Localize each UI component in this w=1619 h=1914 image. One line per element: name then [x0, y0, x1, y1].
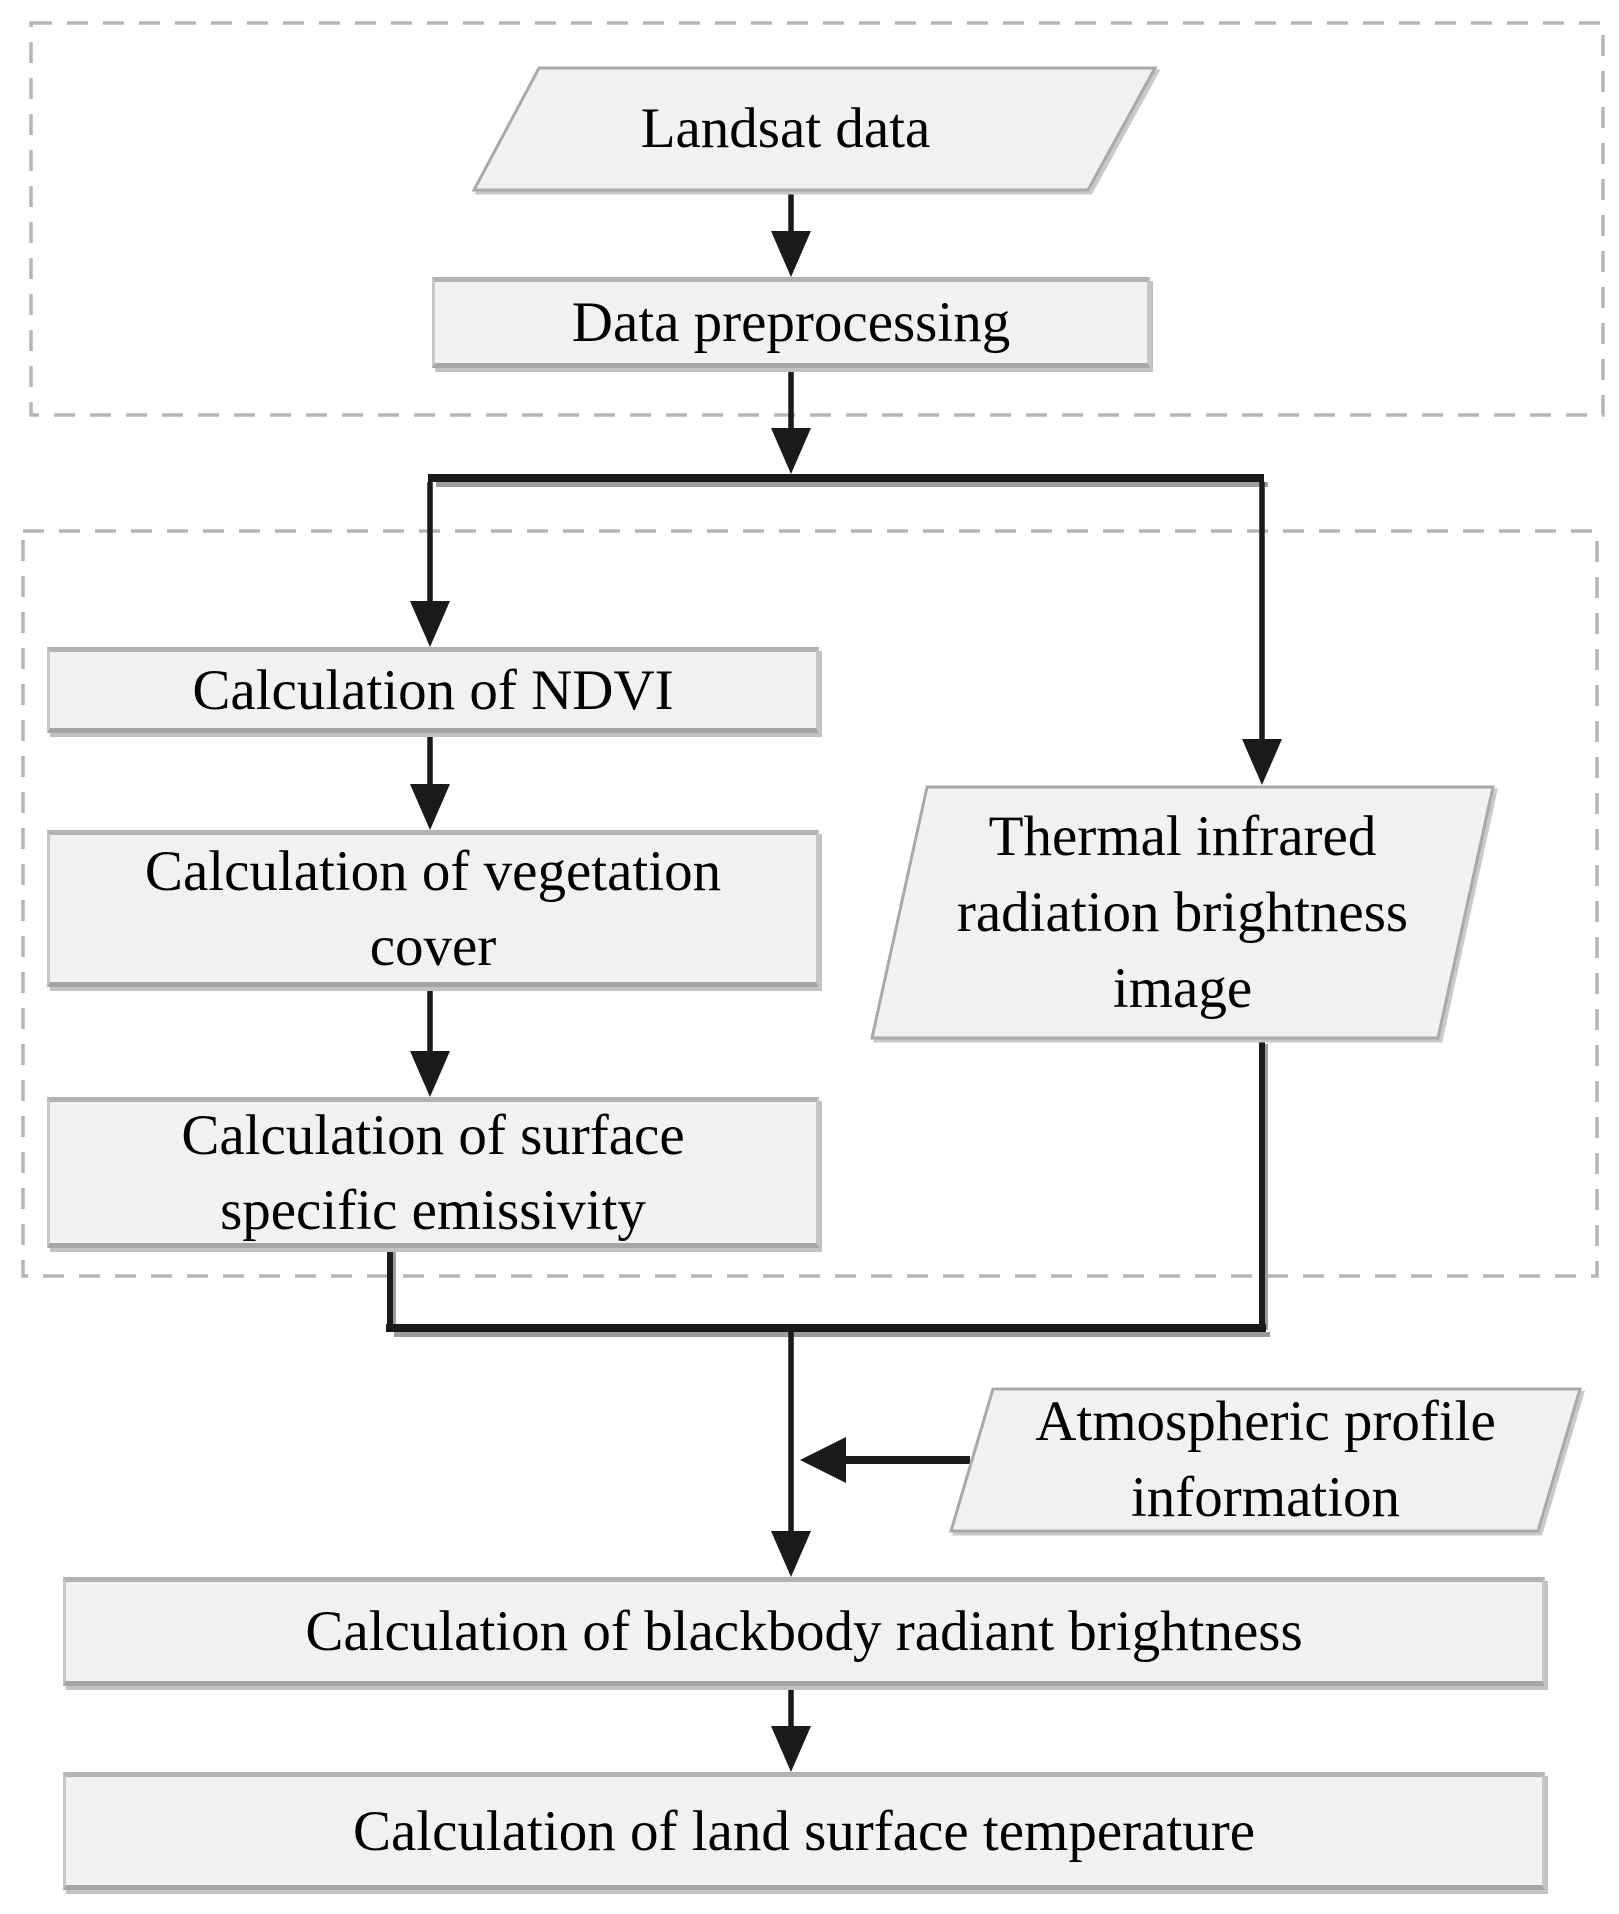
node-label: Thermal infrared radiation brightness im…	[870, 785, 1495, 1040]
node-label: Atmospheric profile information	[949, 1387, 1582, 1533]
node-vegetation: Calculation of vegetation cover	[47, 830, 819, 987]
node-label-line: Thermal infrared	[988, 804, 1377, 868]
node-label-line: image	[1112, 956, 1253, 1020]
node-preprocessing: Data preprocessing	[432, 277, 1150, 368]
node-label-line: specific emissivity	[220, 1178, 646, 1242]
arrow-atmospheric-to-junction	[800, 1437, 970, 1483]
node-label: Data preprocessing	[571, 291, 1011, 354]
node-label-line: information	[1130, 1466, 1401, 1529]
merge-bar-shadow	[394, 1332, 1270, 1337]
arrow-vegetation-to-emissivity	[410, 987, 450, 1097]
arrow-ndvi-to-vegetation	[410, 733, 450, 830]
arrow-landsat-to-preprocessing	[771, 192, 811, 277]
node-label-line: radiation brightness	[956, 880, 1409, 944]
node-blackbody: Calculation of blackbody radiant brightn…	[63, 1577, 1545, 1686]
node-label: Calculation of NDVI	[192, 658, 674, 722]
node-label: Calculation of blackbody radiant brightn…	[305, 1600, 1303, 1663]
atmospheric-parallelogram-shape	[949, 1387, 1582, 1533]
arrow-preprocessing-to-split	[771, 368, 811, 474]
node-lst: Calculation of land surface temperature	[63, 1772, 1545, 1890]
node-emissivity: Calculation of surface specific emissivi…	[47, 1097, 819, 1248]
arrow-split-to-ndvi	[410, 482, 450, 647]
node-atmospheric: Atmospheric profile information	[949, 1387, 1582, 1533]
merge-bar	[386, 1324, 1266, 1332]
arrow-blackbody-to-lst	[771, 1686, 811, 1772]
node-label: Landsat data	[640, 97, 931, 160]
line-emissivity-to-merge	[387, 1248, 396, 1330]
node-thermal: Thermal infrared radiation brightness im…	[870, 785, 1495, 1040]
landsat-parallelogram-shape	[472, 66, 1157, 192]
node-label-line: Calculation of surface	[181, 1103, 685, 1167]
arrow-split-to-thermal	[1242, 482, 1282, 785]
split-bar-shadow	[436, 482, 1268, 487]
node-label-line: Atmospheric profile	[1035, 1390, 1496, 1453]
node-ndvi: Calculation of NDVI	[47, 647, 819, 733]
group-box-emissivity-stage	[21, 529, 1599, 1278]
node-landsat: Landsat data	[472, 66, 1157, 192]
node-label-line: Calculation of vegetation	[144, 839, 722, 903]
group-box-preprocessing-stage	[29, 21, 1605, 417]
line-thermal-to-merge	[1259, 1040, 1268, 1330]
split-bar	[428, 474, 1264, 482]
arrow-merge-to-blackbody	[771, 1332, 811, 1577]
thermal-parallelogram-shape	[870, 785, 1495, 1040]
node-label-line: cover	[369, 914, 497, 978]
node-label: Calculation of land surface temperature	[352, 1799, 1256, 1863]
